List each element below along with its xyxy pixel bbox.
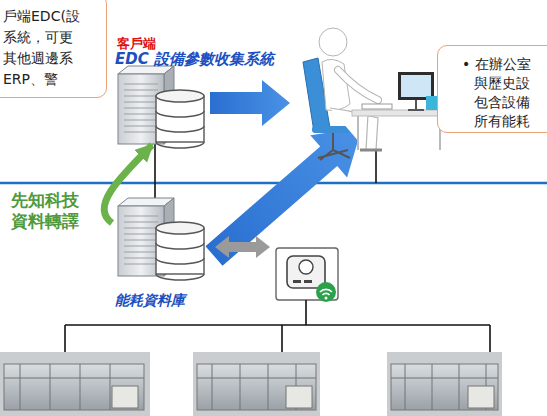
wifi-waves [320,289,332,295]
link-arrow [215,236,270,258]
node-text: • 在辦公室 與歷史設 包含設備 所有能耗 [462,55,547,131]
flow-arrow [104,145,152,223]
energy-db-server [118,198,204,280]
machine-cabinet [286,386,312,408]
machine-body [4,364,144,410]
edge-label: 先知科技 資料轉譯 [4,190,86,232]
data-arrow [210,80,290,126]
tree-line [65,324,490,326]
machine-photo [0,352,150,416]
user-arm [338,70,378,100]
network-bus [0,182,547,185]
machine-photo [193,352,320,416]
socket-led [293,280,301,283]
socket-led [304,280,312,283]
drop-line [154,183,156,198]
photo-bg [193,352,320,416]
photo-bg [387,352,502,416]
photo-bg [0,352,150,416]
machine-body [197,364,316,410]
socket-plate [287,256,325,288]
user-feet [360,149,382,152]
tree-line [64,325,66,352]
drop-line [154,142,156,183]
machine-photo [387,352,502,416]
tree-line [305,300,307,325]
machine-frame [391,364,498,410]
machine-frame [197,364,316,410]
node-text: EDC 設備參數收集系統 [115,50,274,69]
server-node: 客戶端EDC 設備參數收集系統 [112,33,307,145]
keyboard [362,104,392,109]
machine-cabinet [112,386,138,408]
wifi-dot [325,297,328,300]
desk-top [352,110,446,116]
tree-line [489,325,491,352]
office-user [303,28,446,160]
monitor-stand [408,100,424,110]
drop-line [375,150,377,183]
tree-line [281,325,283,352]
edc-server [118,66,204,148]
socket-hole [299,260,313,274]
desk-legs [358,116,440,150]
machine-frame [4,364,144,410]
node-text: 能耗資料庫 [115,292,185,310]
user-arm-fill [338,70,378,100]
wifi-badge [316,282,336,302]
database-node: 能耗資料庫 [112,193,212,315]
callout-box: • 在辦公室 與歷史設 包含設備 所有能耗 [437,45,547,133]
machine-body [391,364,498,410]
monitor-screen [401,75,431,97]
callout-box: 戶端EDC(設 系統，可更 其他週邊系 ERP、警 [0,0,107,98]
user-head [319,28,347,56]
node-text: 戶端EDC(設 系統，可更 其他週邊系 ERP、警 [3,6,93,90]
monitor [398,72,434,100]
machine-cabinet [468,386,494,408]
chair-legs [318,133,350,160]
